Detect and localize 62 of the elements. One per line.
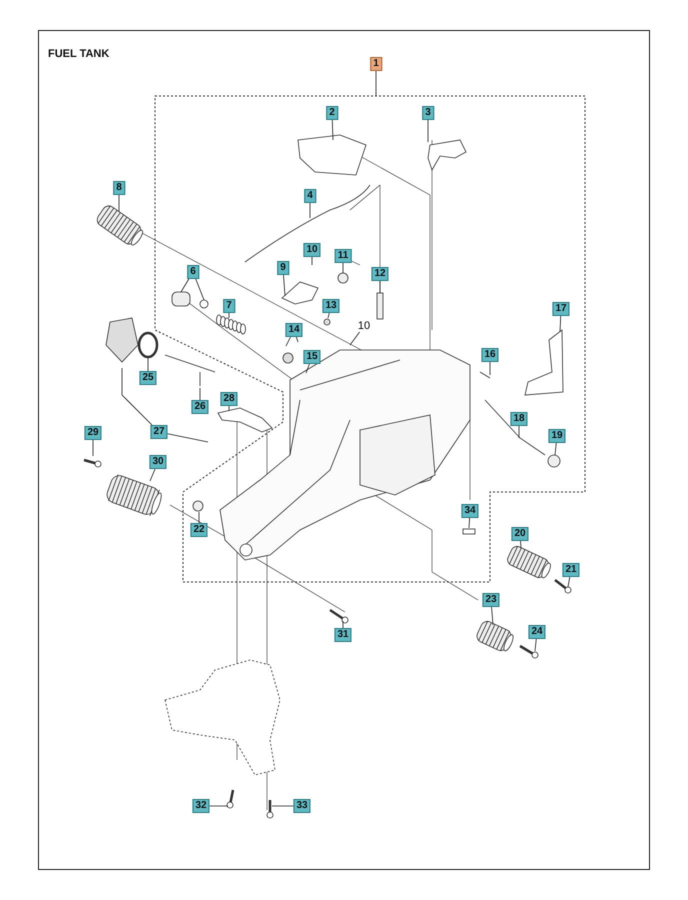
callout-number: 21 [562, 563, 580, 577]
callout-number: 8 [113, 181, 125, 195]
leader-line [150, 468, 156, 482]
callout-number: 14 [285, 323, 303, 337]
leader-line [306, 364, 310, 374]
leader-line [342, 262, 344, 274]
callout-number: 31 [334, 628, 352, 642]
callout-number: 29 [84, 426, 102, 440]
callout-number: 16 [481, 348, 499, 362]
leader-line [342, 620, 344, 628]
callout-number: 7 [223, 299, 235, 313]
leader-line [520, 540, 522, 548]
leader-line [167, 433, 208, 442]
leader-line [350, 332, 360, 346]
callout-number: 32 [192, 799, 210, 813]
callout-number: 19 [548, 429, 566, 443]
callout-number: 10 [356, 320, 372, 332]
callout-number: 18 [510, 412, 528, 426]
title: FUEL TANK [48, 48, 110, 60]
callout-number: 2 [326, 106, 338, 120]
leader-line [228, 312, 230, 318]
callout-number: 4 [304, 189, 316, 203]
callout-number: 24 [528, 625, 546, 639]
callout-number: 26 [191, 400, 209, 414]
leader-line [283, 274, 286, 296]
leader-line [491, 606, 494, 626]
callout-number: 17 [552, 302, 570, 316]
callout-number: 1 [370, 57, 382, 71]
leader-line [180, 278, 190, 292]
callout-number: 28 [220, 392, 238, 406]
callout-number: 6 [187, 265, 199, 279]
callout-number: 20 [511, 527, 529, 541]
callout-number: 13 [322, 299, 340, 313]
leader-line [328, 312, 330, 318]
leader-line [534, 638, 537, 652]
callout-number: 10 [303, 243, 321, 257]
leader-line [195, 278, 204, 300]
callout-number: 3 [422, 106, 434, 120]
leader-line [518, 426, 520, 438]
callout-number: 12 [371, 267, 389, 281]
callout-number: 23 [482, 593, 500, 607]
leader-line [122, 368, 152, 426]
callout-number: 22 [190, 523, 208, 537]
leader-line [198, 512, 200, 524]
callout-number: 27 [150, 425, 168, 439]
callout-number: 30 [149, 455, 167, 469]
callout-number: 15 [303, 350, 321, 364]
leader-line [554, 442, 557, 456]
leader-line [118, 194, 120, 212]
callout-number: 11 [334, 249, 352, 263]
leader-line [560, 316, 562, 332]
callout-number: 9 [277, 261, 289, 275]
callout-number: 33 [293, 799, 311, 813]
callout-number: 34 [461, 504, 479, 518]
callout-number: 25 [139, 371, 157, 385]
leader-line [92, 440, 94, 456]
leader-line [468, 518, 470, 528]
leader-line [286, 336, 291, 346]
leader-line [228, 406, 230, 412]
leader-line [568, 576, 570, 588]
leader-line [332, 120, 334, 140]
leader-line [296, 336, 298, 342]
